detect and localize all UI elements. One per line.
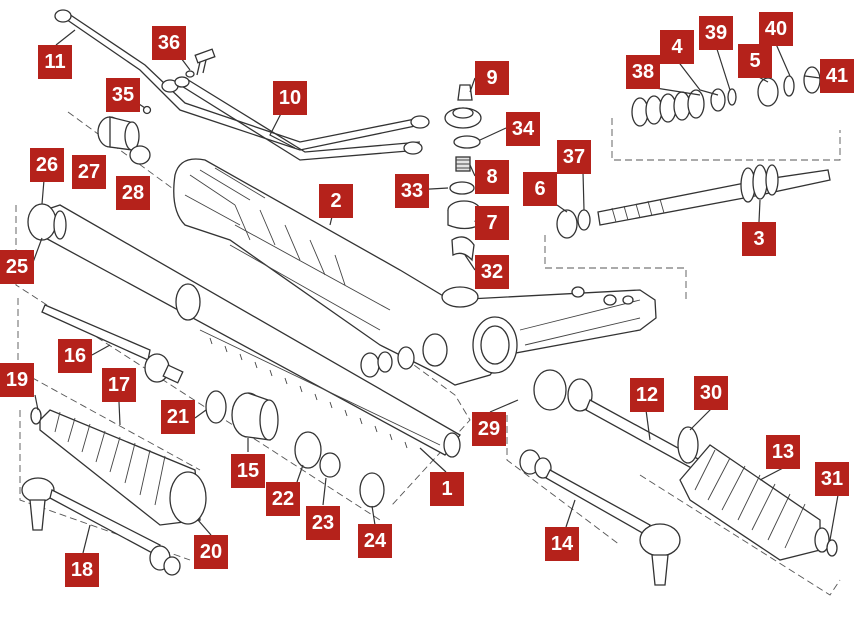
tie-rod-bar-10	[174, 76, 430, 161]
callout-20: 20	[194, 535, 228, 569]
callout-35: 35	[106, 78, 140, 112]
bellows-boot-13	[679, 444, 838, 561]
steering-rack-housing-2	[173, 158, 657, 386]
rack-tube-1	[27, 203, 461, 458]
callout-22: 22	[266, 482, 300, 516]
group-outline-right	[506, 118, 841, 596]
callout-4: 4	[660, 30, 694, 64]
callout-10: 10	[273, 81, 307, 115]
callout-32: 32	[475, 255, 509, 289]
callout-40: 40	[759, 12, 793, 46]
callout-8: 8	[475, 160, 509, 194]
callout-23: 23	[306, 506, 340, 540]
callout-6: 6	[523, 172, 557, 206]
pinion-shaft-3	[556, 164, 831, 239]
callout-18: 18	[65, 553, 99, 587]
callout-33: 33	[395, 174, 429, 208]
leader-lines	[31, 29, 839, 554]
callout-13: 13	[766, 435, 800, 469]
bushing-27-28	[97, 105, 152, 165]
callout-36: 36	[152, 26, 186, 60]
callout-17: 17	[102, 368, 136, 402]
callout-31: 31	[815, 462, 849, 496]
callout-25: 25	[0, 250, 34, 284]
callout-27: 27	[72, 155, 106, 189]
callout-30: 30	[694, 376, 728, 410]
callout-2: 2	[319, 184, 353, 218]
tie-rod-end-14	[519, 449, 681, 586]
bellows-boot-17	[30, 407, 207, 526]
callout-7: 7	[475, 206, 509, 240]
callout-34: 34	[506, 112, 540, 146]
callout-41: 41	[820, 59, 854, 93]
inner-tie-rod-16	[41, 304, 184, 384]
seals-15-24	[205, 390, 385, 508]
right-tie-rod-12	[533, 369, 701, 471]
callout-21: 21	[161, 400, 195, 434]
tie-rod-bar-11	[54, 9, 421, 151]
callout-12: 12	[630, 378, 664, 412]
callout-29: 29	[472, 412, 506, 446]
callout-5: 5	[738, 44, 772, 78]
seals-38-41	[631, 66, 821, 127]
valve-stack	[444, 84, 482, 262]
bolt-36	[185, 48, 216, 78]
callout-39: 39	[699, 16, 733, 50]
callout-26: 26	[30, 148, 64, 182]
callout-38: 38	[626, 55, 660, 89]
callout-24: 24	[358, 524, 392, 558]
callout-14: 14	[545, 527, 579, 561]
callout-16: 16	[58, 339, 92, 373]
tie-rod-end-18	[21, 477, 181, 576]
callout-11: 11	[38, 45, 72, 79]
callout-9: 9	[475, 61, 509, 95]
callout-15: 15	[231, 454, 265, 488]
callout-19: 19	[0, 363, 34, 397]
callout-37: 37	[557, 140, 591, 174]
callout-28: 28	[116, 176, 150, 210]
callout-3: 3	[742, 222, 776, 256]
callout-1: 1	[430, 472, 464, 506]
